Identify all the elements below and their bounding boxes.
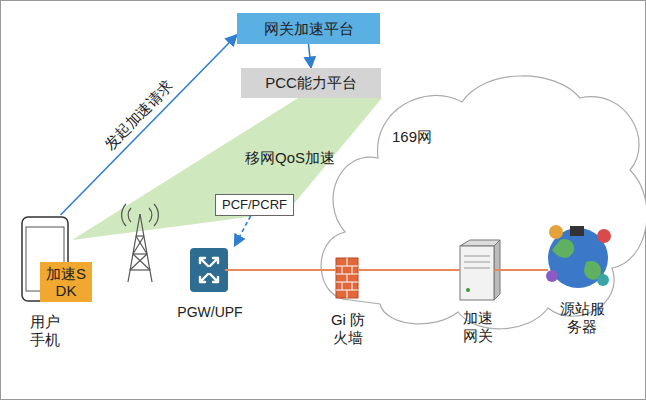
server-device: 加速网关 bbox=[450, 238, 506, 346]
server-icon bbox=[460, 240, 500, 300]
firewall-icon bbox=[336, 258, 358, 298]
node-label: 169网 bbox=[392, 128, 432, 145]
connector bbox=[235, 216, 251, 246]
sdk-box: 加速SDK bbox=[40, 262, 92, 302]
function-box: PCF/PCRF bbox=[215, 194, 294, 216]
network-cloud: 169网加速网关 bbox=[330, 70, 642, 332]
node-label: 用户手机 bbox=[29, 313, 61, 351]
node-label: PCC能力平台 bbox=[265, 74, 357, 91]
node-label: 加速网关 bbox=[462, 309, 494, 347]
gateway-device: PGW/UPF bbox=[175, 246, 245, 321]
origin-server: 源站服务器 bbox=[540, 222, 624, 337]
connector bbox=[309, 44, 312, 68]
qos-beam bbox=[72, 98, 382, 240]
connector bbox=[225, 269, 336, 271]
connector bbox=[358, 269, 460, 271]
platform-box: PCC能力平台 bbox=[241, 68, 381, 98]
node-label: PCF/PCRF bbox=[222, 198, 287, 213]
firewall-device: Gi 防火墙 bbox=[322, 256, 374, 348]
node-label: 加速SDK bbox=[46, 265, 86, 300]
platform-box: 网关加速平台 bbox=[237, 13, 380, 44]
beam-label: 移网QoS加速 bbox=[245, 149, 335, 168]
node-label: 源站服务器 bbox=[559, 300, 606, 338]
phone-device: 用户手机加速SDK bbox=[14, 215, 76, 350]
globe-icon bbox=[546, 225, 611, 288]
connector bbox=[61, 35, 238, 215]
node-label: Gi 防火墙 bbox=[324, 311, 372, 349]
connector bbox=[494, 269, 548, 271]
node-label: PGW/UPF bbox=[177, 304, 242, 322]
router-icon bbox=[190, 248, 228, 292]
node-label: 网关加速平台 bbox=[264, 20, 354, 37]
cloud-outline bbox=[321, 76, 646, 329]
tower-icon bbox=[122, 204, 159, 282]
